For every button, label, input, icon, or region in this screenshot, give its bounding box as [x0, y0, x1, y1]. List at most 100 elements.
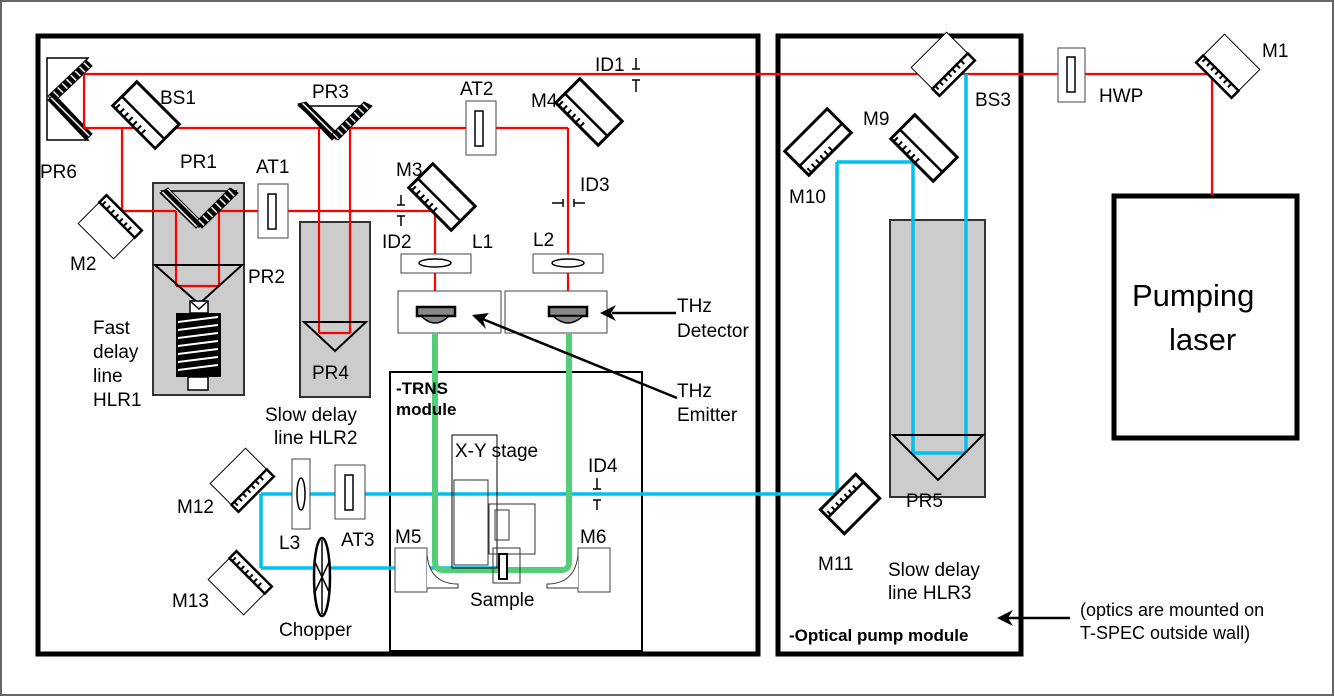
- pr6-retroreflector: [46, 57, 93, 141]
- label-fast-delay-2: delay: [93, 342, 139, 363]
- label-slow-delay2-1: Slow delay: [265, 405, 357, 426]
- label-m5: M5: [395, 527, 421, 548]
- label-slow-delay2-2: line HLR2: [274, 428, 357, 449]
- label-note-1: (optics are mounted on: [1080, 600, 1264, 620]
- label-fast-delay-1: Fast: [93, 318, 131, 339]
- label-pr2: PR2: [248, 267, 285, 288]
- label-m6: M6: [580, 527, 606, 548]
- label-hwp: HWP: [1099, 86, 1143, 107]
- label-pumping-laser-2: laser: [1169, 322, 1236, 357]
- bs1-beamsplitter: [110, 79, 182, 151]
- label-m1: M1: [1262, 41, 1288, 62]
- label-optical-pump-module: -Optical pump module: [789, 626, 968, 645]
- m3-mirror: [406, 161, 478, 233]
- label-pr4: PR4: [312, 363, 349, 384]
- label-trns-module-2: module: [396, 400, 456, 419]
- tspec-enclosure: [35, 33, 761, 657]
- trns-module-box: [389, 371, 643, 652]
- label-thz-detector-2: Detector: [677, 321, 749, 342]
- label-trns-module-1: -TRNS: [396, 379, 448, 398]
- label-at2: AT2: [460, 79, 493, 100]
- red-beam-paths: [82, 72, 1214, 335]
- label-pr5: PR5: [906, 491, 943, 512]
- label-m10: M10: [789, 187, 826, 208]
- bs3-beamsplitter: [910, 31, 977, 98]
- m1-mirror: [1194, 33, 1261, 100]
- outside-wall-note-arrow: [997, 610, 1070, 626]
- m10-mirror: [782, 106, 854, 178]
- label-bs1: BS1: [160, 88, 196, 109]
- label-id2: ID2: [382, 232, 412, 253]
- at1-attenuator: [257, 183, 289, 239]
- label-m9: M9: [863, 109, 889, 130]
- pumping-laser-box: [1111, 193, 1300, 441]
- label-l2: L2: [533, 230, 554, 251]
- label-m11: M11: [818, 554, 854, 575]
- label-m4: M4: [531, 91, 558, 112]
- label-l1: L1: [472, 232, 493, 253]
- sample-holder: [498, 553, 508, 580]
- label-id3: ID3: [580, 175, 610, 196]
- label-pr1: PR1: [180, 152, 217, 173]
- m13-mirror: [207, 549, 274, 616]
- m4-mirror: [553, 76, 625, 148]
- label-slow-delay3-2: line HLR3: [888, 583, 971, 604]
- id3-iris: [552, 199, 585, 207]
- l3-lens: [291, 458, 311, 530]
- label-fast-delay-3: line: [93, 366, 123, 387]
- thz-detector: [504, 290, 608, 334]
- label-id4: ID4: [588, 456, 618, 477]
- label-at3: AT3: [341, 530, 374, 551]
- chopper-wheel: [312, 536, 332, 618]
- l1-lens: [400, 253, 472, 274]
- label-id1: ID1: [595, 55, 625, 76]
- label-m12: M12: [177, 497, 214, 518]
- l2-lens: [532, 253, 604, 274]
- label-thz-emitter-2: Emitter: [677, 405, 738, 426]
- slow-delay-stage-hlr3: [889, 219, 986, 498]
- m12-mirror: [209, 447, 276, 514]
- label-sample: Sample: [470, 590, 534, 611]
- hwp-waveplate: [1057, 47, 1086, 103]
- label-bs3: BS3: [975, 90, 1011, 111]
- at3-attenuator: [334, 464, 366, 520]
- id4-iris: [593, 478, 601, 510]
- at2-attenuator: [465, 100, 497, 156]
- label-at1: AT1: [256, 157, 289, 178]
- pr2-prism: [152, 264, 245, 306]
- label-fast-delay-4: HLR1: [93, 390, 142, 411]
- label-thz-detector-1: THz: [677, 296, 712, 317]
- label-m2: M2: [70, 254, 96, 275]
- id2-iris: [397, 195, 405, 226]
- label-thz-emitter-1: THz: [677, 381, 712, 402]
- id1-iris: [632, 58, 640, 92]
- label-pumping-laser-1: Pumping: [1132, 278, 1254, 313]
- label-note-2: T-SPEC outside wall): [1080, 623, 1250, 643]
- pr1-retroreflector: [159, 187, 239, 229]
- label-pr6: PR6: [40, 162, 77, 183]
- label-pr3: PR3: [312, 82, 349, 103]
- m5-parabolic-mirror: [394, 547, 459, 593]
- pr4-prism: [301, 321, 369, 353]
- thz-detector-arrow: [600, 305, 676, 321]
- m11-mirror: [818, 472, 882, 536]
- blue-beam-paths: [259, 74, 968, 570]
- label-m3: M3: [396, 160, 422, 181]
- label-slow-delay3-1: Slow delay: [888, 560, 980, 581]
- thz-emitter: [397, 290, 502, 334]
- m6-parabolic-mirror: [546, 547, 611, 593]
- label-m13: M13: [172, 591, 209, 612]
- slow-delay-stage-hlr2: [299, 221, 371, 398]
- m2-mirror: [77, 193, 144, 260]
- label-chopper: Chopper: [279, 620, 353, 641]
- xy-stage: [451, 434, 536, 584]
- pr5-prism: [890, 434, 986, 482]
- label-l3: L3: [279, 533, 300, 554]
- m9-mirror: [888, 112, 960, 184]
- thz-emitter-arrow: [472, 313, 678, 400]
- pr3-retroreflector: [297, 101, 373, 141]
- label-xy-stage: X-Y stage: [455, 441, 538, 462]
- optical-pump-module-enclosure: [775, 33, 1024, 657]
